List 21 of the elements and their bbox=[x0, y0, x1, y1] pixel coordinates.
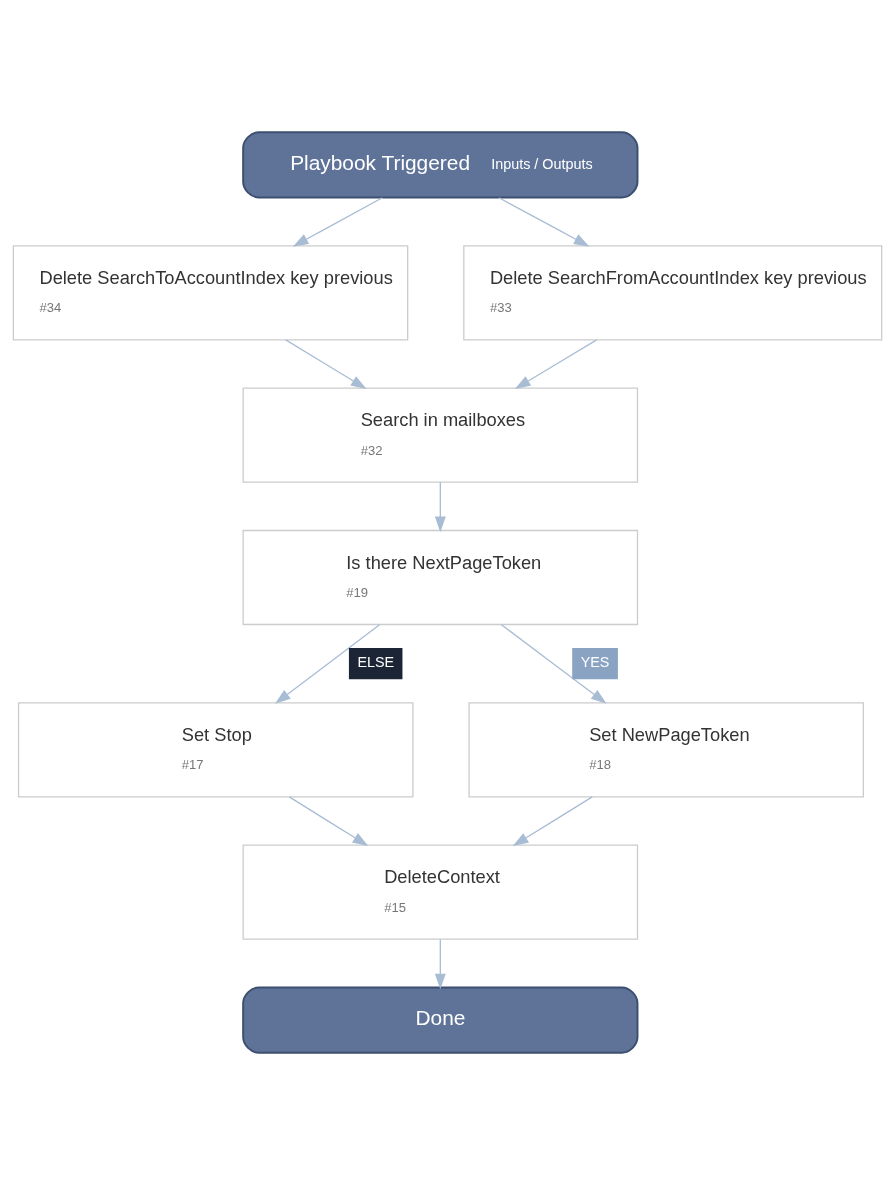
arrow bbox=[434, 481, 446, 532]
node-box: Playbook Triggered Inputs / Outputs bbox=[242, 130, 639, 198]
edge-label: ELSE bbox=[357, 653, 395, 670]
node-box: Delete SearchToAccountIndex key previous #34 bbox=[12, 244, 409, 340]
edge-label: YES bbox=[580, 653, 610, 670]
arrow bbox=[498, 196, 590, 247]
arrow bbox=[274, 623, 381, 704]
node-box: Search in mailboxes #32 bbox=[242, 387, 639, 483]
arrow bbox=[292, 196, 383, 247]
arrow bbox=[434, 938, 446, 989]
arrow bbox=[514, 338, 598, 389]
node-box: Set Stop #17 bbox=[17, 701, 414, 797]
arrow bbox=[512, 795, 593, 846]
node-box: Delete SearchFromAccountIndex key previous #33 bbox=[463, 244, 883, 340]
node-box: DeleteContext #15 bbox=[242, 844, 639, 940]
arrow bbox=[285, 338, 367, 389]
arrow bbox=[288, 795, 369, 846]
node-box: Done bbox=[242, 986, 639, 1054]
node-box: Set NewPageToken #18 bbox=[468, 701, 865, 797]
node-box: Is there NextPageToken #19 bbox=[242, 529, 639, 625]
arrow bbox=[500, 623, 607, 704]
